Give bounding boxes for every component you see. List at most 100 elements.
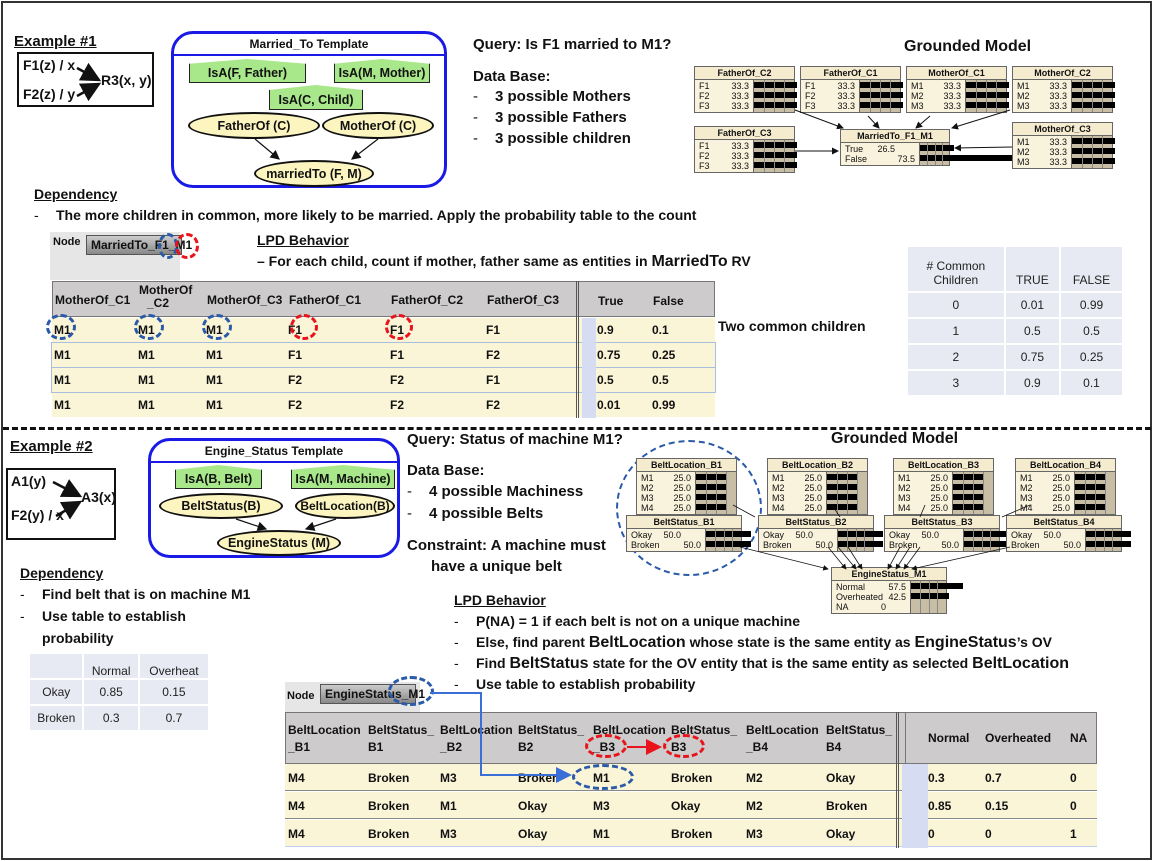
example1-heading: Example #1 bbox=[14, 33, 97, 50]
probability-bar bbox=[911, 593, 949, 599]
state-name: M4 bbox=[772, 503, 785, 513]
section-separator bbox=[3, 427, 1151, 430]
prob-column-header: NA bbox=[1070, 731, 1088, 745]
state-value: 57.5 bbox=[888, 582, 906, 592]
bullet-dash: - bbox=[454, 613, 459, 629]
table-cell: 0.25 bbox=[1061, 345, 1122, 369]
probability-bar bbox=[706, 531, 751, 537]
probability-bar bbox=[1075, 504, 1105, 510]
probability-bar bbox=[966, 92, 1009, 98]
grounded-node-title: BeltStatus_B4 bbox=[1007, 516, 1121, 529]
bar-gridline bbox=[714, 529, 716, 551]
column-header: FatherOf_C2 bbox=[391, 293, 464, 307]
highlight-ring bbox=[134, 314, 164, 340]
probability-bar bbox=[1075, 484, 1105, 490]
table-cell: 0.1 bbox=[1061, 371, 1122, 395]
bar-gridline bbox=[934, 143, 936, 165]
formula-line2: F2(y) / x bbox=[11, 507, 64, 523]
bar-gridline bbox=[890, 80, 891, 112]
example2-dependency-heading: Dependency bbox=[20, 565, 104, 581]
state-name: M1 bbox=[898, 473, 911, 483]
probability-bar bbox=[1072, 158, 1115, 164]
column-header: BeltStatus_B2 bbox=[518, 723, 585, 754]
state-value: 0 bbox=[880, 602, 886, 612]
bar-gridline bbox=[1082, 136, 1083, 168]
grounded-node-title: FatherOf_C2 bbox=[695, 67, 794, 80]
table-cell: 0.5 bbox=[1005, 319, 1060, 343]
bullet-dash: - bbox=[454, 655, 459, 671]
lpd-cell: Okay bbox=[518, 827, 548, 841]
example2-grounded-title: Grounded Model bbox=[831, 430, 959, 447]
state-value: 33.3 bbox=[837, 91, 855, 101]
probability-bar bbox=[964, 541, 1009, 547]
table-header-cell: Normal bbox=[84, 654, 138, 678]
state-name: F2 bbox=[805, 91, 816, 101]
bar-gridline bbox=[1102, 136, 1103, 168]
state-name: M4 bbox=[1020, 503, 1033, 513]
table-cell: 0.85 bbox=[84, 680, 138, 704]
grounded-node-title: BeltLocation_B3 bbox=[894, 459, 993, 472]
probability-bar bbox=[860, 92, 903, 98]
example1-query: Query: Is F1 married to M1? bbox=[473, 36, 672, 53]
lpd-cell: M1 bbox=[54, 398, 71, 412]
column-header: BeltStatus_B1 bbox=[368, 723, 435, 754]
state-name: F2 bbox=[699, 151, 710, 161]
state-value: 33.3 bbox=[837, 101, 855, 111]
bar-gridline bbox=[983, 472, 984, 514]
lpd-item-text: ’s OV bbox=[1016, 634, 1052, 650]
table-cell: 0.7 bbox=[139, 706, 208, 730]
state-row: F2 33.3 bbox=[805, 91, 855, 101]
state-name: M3 bbox=[641, 493, 654, 503]
state-value: 25.0 bbox=[1052, 493, 1070, 503]
state-value: 33.3 bbox=[1049, 137, 1067, 147]
grounded-node-bars bbox=[1085, 529, 1131, 551]
bar-gridline bbox=[855, 529, 857, 551]
table-header-cell: TRUE bbox=[1005, 247, 1060, 291]
state-value: 33.3 bbox=[1049, 91, 1067, 101]
constraint-line2: have a unique belt bbox=[431, 558, 562, 575]
probability-bar bbox=[953, 484, 983, 490]
bar-gridline bbox=[1112, 529, 1114, 551]
formula-line1: A1(y) bbox=[11, 473, 47, 489]
bar-gridline bbox=[706, 472, 707, 514]
bar-gridline bbox=[919, 581, 921, 613]
grounded-node-title: MotherOf_C1 bbox=[907, 67, 1006, 80]
lpd-cell: M1 bbox=[54, 348, 71, 362]
probability-bar bbox=[754, 82, 797, 88]
bar-gridline bbox=[986, 80, 987, 112]
lpd-cell: F2 bbox=[486, 398, 501, 412]
state-name: Okay bbox=[631, 530, 653, 540]
lpd-item: -P(NA) = 1 if each belt is not on a uniq… bbox=[454, 613, 800, 629]
state-value: 33.3 bbox=[1049, 101, 1067, 111]
example2-heading: Example #2 bbox=[10, 438, 93, 455]
probability-bar bbox=[860, 102, 903, 108]
column-header: BeltLocation_B1 bbox=[288, 723, 361, 754]
state-name: M3 bbox=[1017, 101, 1030, 111]
lpd-cell: F2 bbox=[390, 373, 405, 387]
belt-b1-highlight-ring bbox=[616, 440, 762, 576]
table-cell: 1 bbox=[908, 319, 1004, 343]
lpd-cell: M1 bbox=[138, 398, 155, 412]
lpd-cell: M1 bbox=[54, 373, 71, 387]
column-header: BeltStatus_B4 bbox=[826, 723, 893, 754]
state-value: 73.5 bbox=[897, 154, 915, 164]
bar-gridline bbox=[784, 80, 785, 112]
probability-bar bbox=[696, 504, 726, 510]
